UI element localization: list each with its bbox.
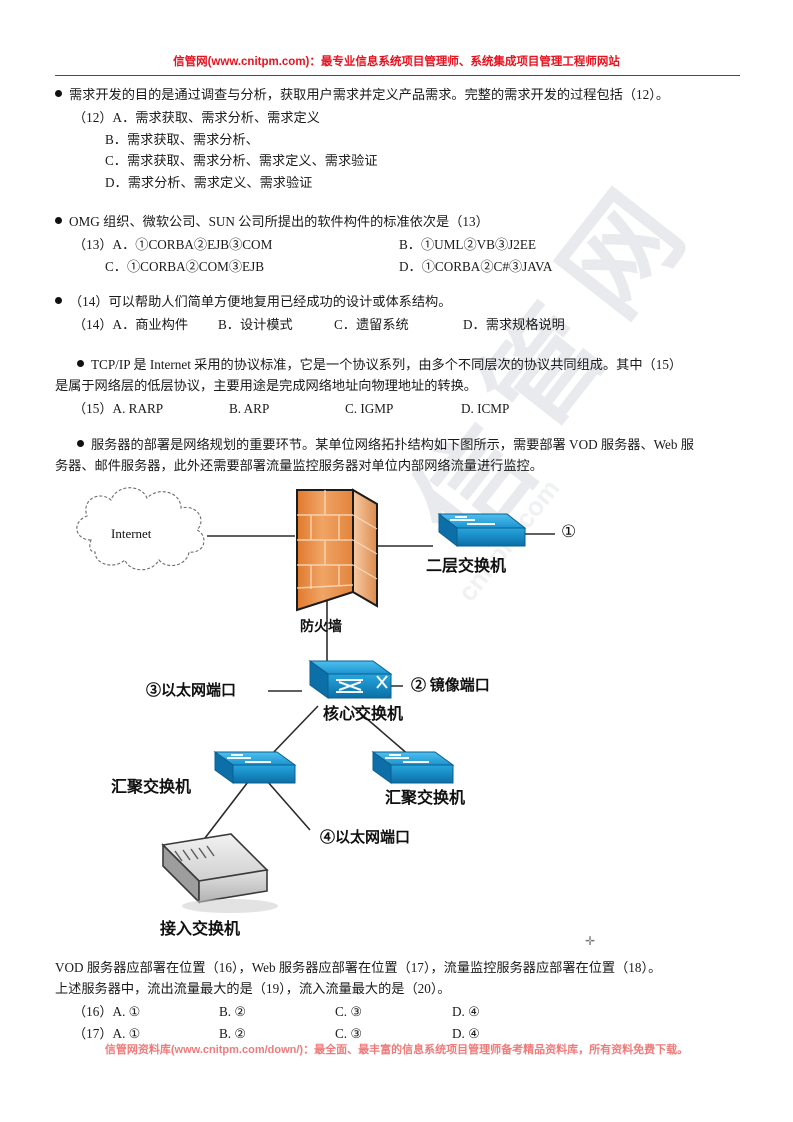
post-diagram-line-1: VOD 服务器应部署在位置（16），Web 服务器应部署在位置（17），流量监控… [55, 960, 662, 975]
layer2-switch-label: 二层交换机 [426, 558, 507, 575]
core-switch-label: 核心交换机 [323, 706, 404, 723]
bullet-icon [77, 440, 84, 447]
marker-4-label: ④以太网端口 [320, 830, 411, 846]
post-diagram-text: VOD 服务器应部署在位置（16），Web 服务器应部署在位置（17），流量监控… [55, 957, 745, 1044]
question-15-option-b: B. ARP [229, 401, 270, 416]
post-diagram-line-2: 上述服务器中，流出流量最大的是（19），流入流量最大的是（20）。 [55, 981, 451, 996]
bullet-icon [55, 90, 62, 97]
question-16-option-c: C. ③ [335, 1004, 363, 1019]
question-16-option-a: （16）A. ① [73, 1004, 141, 1019]
question-13-options-row-1: （13）A．①CORBA②EJB③COM B．①UML②VB③J2EE [55, 234, 745, 256]
header-title: 信管网(www.cnitpm.com)：最专业信息系统项目管理师、系统集成项目管… [173, 56, 620, 68]
diagram-links [204, 533, 555, 839]
question-12-option-b: B．需求获取、需求分析、 [105, 131, 259, 147]
internet-cloud-label: Internet [111, 526, 152, 541]
question-12-option-d: D．需求分析、需求定义、需求验证 [105, 174, 313, 190]
page-header: 信管网(www.cnitpm.com)：最专业信息系统项目管理师、系统集成项目管… [0, 52, 793, 70]
layer2-switch-icon [437, 512, 527, 548]
bullet-icon [55, 217, 62, 224]
header-divider [55, 75, 740, 76]
question-16-intro: 服务器的部署是网络规划的重要环节。某单位网络拓扑结构如下图所示，需要部署 VOD… [55, 434, 745, 476]
question-13-option-b: B．①UML②VB③J2EE [399, 237, 537, 252]
question-14-option-c: C．遗留系统 [334, 317, 409, 332]
question-13-options-row-2: C．①CORBA②COM③EJB D．①CORBA②C#③JAVA [55, 256, 745, 278]
bullet-icon [77, 360, 84, 367]
question-13: OMG 组织、微软公司、SUN 公司所提出的软件构件的标准依次是（13） （13… [55, 211, 745, 277]
question-15-options-row: （15）A. RARP B. ARP C. IGMP D. ICMP [55, 398, 745, 420]
question-12-option-a: （12）A．需求获取、需求分析、需求定义 [73, 110, 320, 125]
question-14-option-d: D．需求规格说明 [463, 317, 565, 332]
question-16-options-row: （16）A. ① B. ② C. ③ D. ④ [55, 1001, 745, 1023]
question-13-option-d: D．①CORBA②C#③JAVA [399, 258, 553, 274]
question-16-stem-line-2: 务器、邮件服务器，此外还需要部署流量监控服务器对单位内部网络流量进行监控。 [55, 458, 543, 473]
question-17-option-d: D. ④ [452, 1025, 480, 1041]
internet-cloud-icon [76, 487, 205, 571]
marker-1-label: ① [561, 522, 577, 541]
question-14: （14）可以帮助人们简单方便地复用已经成功的设计或体系结构。 （14）A．商业构… [55, 291, 745, 336]
core-switch-icon [308, 660, 393, 699]
aggregation-switch-right-label: 汇聚交换机 [385, 790, 466, 807]
marker-3-label: ③以太网端口 [146, 683, 237, 699]
aggregation-switch-left-label: 汇聚交换机 [111, 779, 192, 796]
question-13-stem: OMG 组织、微软公司、SUN 公司所提出的软件构件的标准依次是（13） [55, 211, 745, 232]
question-14-options-row: （14）A．商业构件 B．设计模式 C．遗留系统 D．需求规格说明 [55, 314, 745, 336]
question-15-option-a: （15）A. RARP [73, 401, 164, 416]
question-15-stem-line-2: 是属于网络层的低层协议，主要用途是完成网络地址向物理地址的转换。 [55, 378, 477, 393]
plus-mark: ✛ [585, 934, 596, 948]
network-topology-diagram: Internet 防火墙 二层交换机 ① ② 镜像端口 ③以太网端口 ④以太网端… [55, 478, 745, 948]
firewall-icon [296, 488, 378, 612]
access-switch-icon [161, 833, 278, 913]
aggregation-switch-left-icon [213, 751, 297, 784]
question-14-option-b: B．设计模式 [218, 317, 293, 332]
question-17-option-a: （17）A. ① [73, 1025, 141, 1041]
question-17-option-b: B. ② [219, 1025, 247, 1041]
aggregation-switch-right-icon [371, 751, 455, 784]
question-17-options-row: （17）A. ① B. ② C. ③ D. ④ [55, 1023, 745, 1045]
question-15-option-c: C. IGMP [345, 401, 394, 416]
question-15-option-d: D. ICMP [461, 401, 510, 416]
question-14-stem: （14）可以帮助人们简单方便地复用已经成功的设计或体系结构。 [55, 291, 745, 312]
question-13-option-c: C．①CORBA②COM③EJB [105, 258, 265, 274]
question-15-stem-line-1: TCP/IP 是 Internet 采用的协议标准，它是一个协议系列，由多个不同… [55, 354, 745, 375]
page-footer: 信管网资料库(www.cnitpm.com/down/)：最全面、最丰富的信息系… [0, 1040, 793, 1058]
question-12-stem: 需求开发的目的是通过调查与分析，获取用户需求并定义产品需求。完整的需求开发的过程… [55, 84, 745, 105]
question-12-option-c: C．需求获取、需求分析、需求定义、需求验证 [105, 153, 378, 168]
question-14-option-a: （14）A．商业构件 [73, 317, 189, 332]
question-16-stem-line-1: 服务器的部署是网络规划的重要环节。某单位网络拓扑结构如下图所示，需要部署 VOD… [55, 434, 745, 455]
question-13-option-a: （13）A．①CORBA②EJB③COM [73, 237, 273, 252]
question-16-option-b: B. ② [219, 1004, 247, 1019]
footer-text: 信管网资料库(www.cnitpm.com/down/)：最全面、最丰富的信息系… [104, 1044, 689, 1056]
marker-2-label: ② 镜像端口 [411, 678, 490, 694]
bullet-icon [55, 297, 62, 304]
firewall-label: 防火墙 [300, 620, 342, 635]
question-16-option-d: D. ④ [452, 1004, 480, 1019]
access-switch-label: 接入交换机 [160, 921, 241, 938]
question-12: 需求开发的目的是通过调查与分析，获取用户需求并定义产品需求。完整的需求开发的过程… [55, 84, 745, 193]
question-17-option-c: C. ③ [335, 1025, 363, 1041]
question-15: TCP/IP 是 Internet 采用的协议标准，它是一个协议系列，由多个不同… [55, 354, 745, 420]
